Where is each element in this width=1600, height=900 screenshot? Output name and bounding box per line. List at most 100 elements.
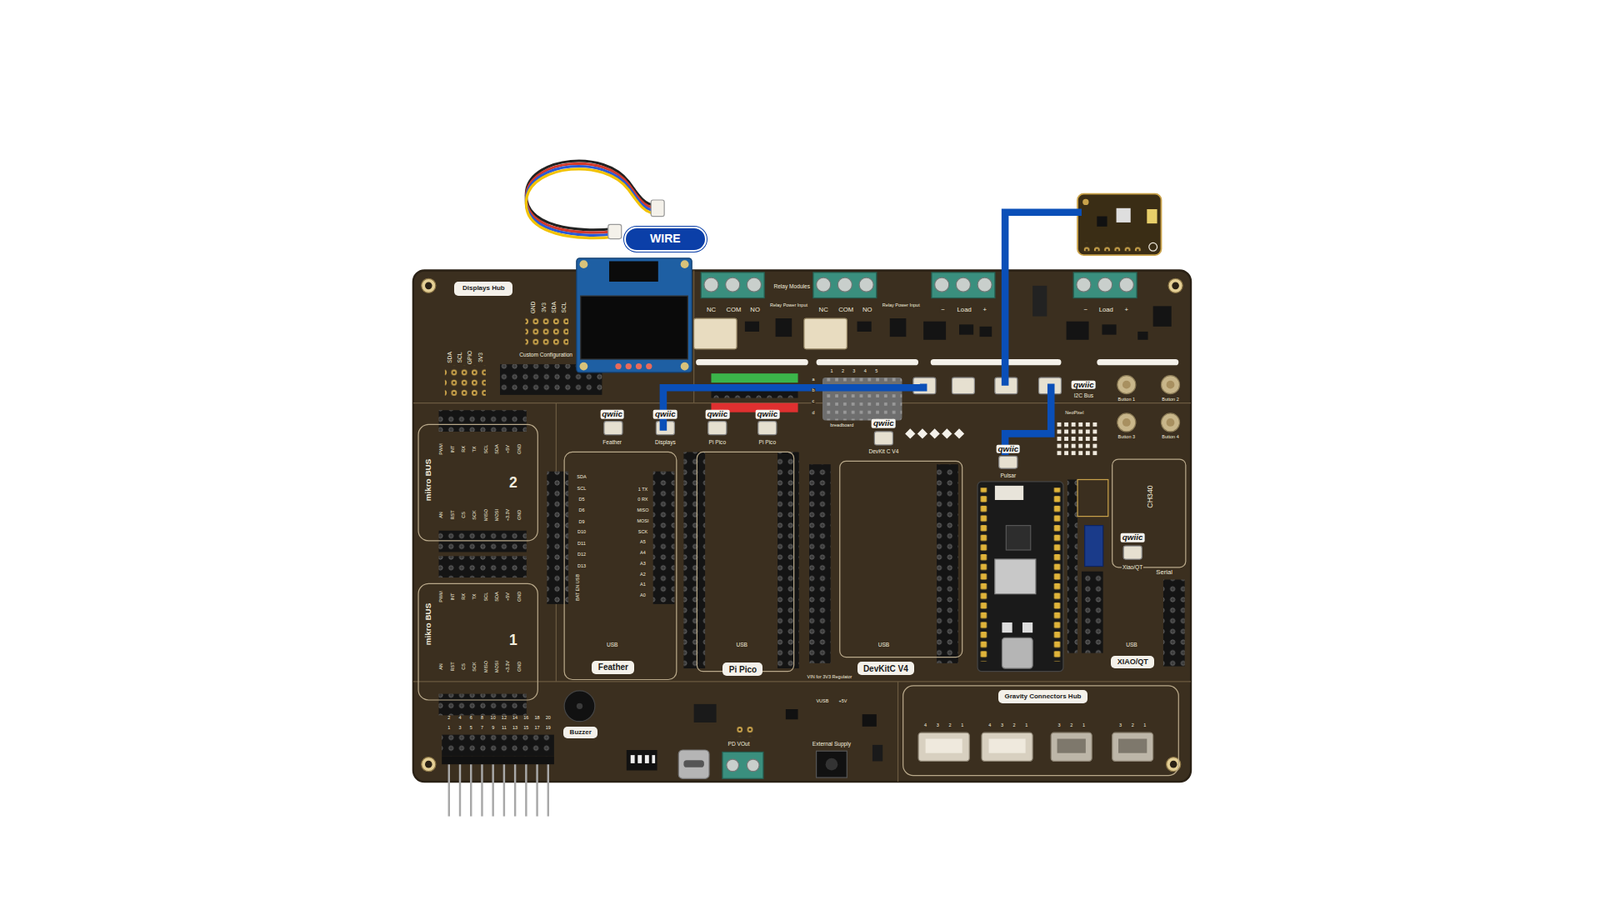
silkscreen-label: GND — [517, 590, 523, 603]
silkscreen-label: mikro BUS — [424, 602, 433, 646]
neopixel-matrix — [1071, 436, 1076, 441]
pin-header — [439, 410, 527, 432]
diamond-led — [905, 428, 965, 439]
silkscreen-label: 2 — [508, 475, 519, 490]
pin-pads — [525, 316, 569, 348]
neopixel-matrix — [1092, 422, 1097, 427]
header-pins — [503, 764, 505, 816]
label-text: Feather — [598, 662, 629, 672]
header-pins — [525, 764, 527, 816]
silkscreen-label: 18 — [534, 715, 541, 721]
silkscreen-label: SCK — [637, 530, 649, 535]
sensor-breakout — [1077, 194, 1161, 255]
smd-parts — [959, 324, 974, 335]
silkscreen-label: Relay Power Input — [769, 303, 809, 309]
silkscreen-label: INT — [450, 444, 456, 454]
board-outline — [564, 451, 677, 680]
silkscreen-label: 4 — [987, 723, 992, 729]
smd-parts — [775, 318, 793, 337]
header-pins — [535, 764, 538, 816]
silkscreen-label: RST — [450, 510, 456, 521]
power-parts — [726, 759, 740, 772]
microcontroller-board — [1053, 487, 1062, 661]
silkscreen-label: A4 — [639, 550, 647, 556]
terminal-block — [725, 277, 740, 292]
silkscreen-label: RX — [461, 445, 467, 454]
silkscreen-label: 2 — [446, 715, 451, 721]
silkscreen-label: DevKit C V4 — [867, 449, 900, 455]
separator-bar — [695, 359, 809, 365]
silkscreen-label: 3 — [1000, 723, 1005, 729]
silkscreen-label: Pi Pico — [758, 440, 778, 446]
power-parts — [736, 726, 755, 737]
silkscreen-label: GND — [517, 509, 523, 521]
breadboard — [710, 373, 902, 420]
qwiic-connector — [999, 455, 1018, 469]
silkscreen-label: 11 — [500, 725, 508, 731]
smd-parts — [1153, 305, 1172, 326]
mounting-hole — [425, 760, 433, 769]
gravity-connector — [1118, 739, 1147, 754]
pin-header — [683, 451, 705, 669]
separator-bar — [1096, 359, 1179, 365]
sensor-breakout — [1146, 209, 1157, 224]
qwiic-connector — [874, 431, 893, 445]
neopixel-matrix — [1078, 444, 1083, 449]
silkscreen-label: Relay Power Input — [881, 303, 921, 309]
silkscreen-label: NC — [705, 306, 717, 314]
silkscreen-label: 9 — [490, 725, 495, 731]
silkscreen-label: D10 — [576, 530, 587, 535]
silkscreen-label: Pi Pico — [708, 440, 728, 446]
silkscreen-label: +3.3V — [505, 508, 511, 523]
header-pins — [449, 764, 549, 816]
pin-header — [546, 471, 569, 605]
silkscreen-label: USB — [735, 641, 749, 648]
silkscreen-label: SCL — [484, 443, 490, 455]
pushbutton — [1122, 380, 1131, 390]
microcontroller-board — [1001, 637, 1033, 669]
silkscreen-label: VUSB — [815, 700, 830, 705]
microcontroller-board — [1001, 622, 1012, 633]
jumper-wire — [663, 212, 1082, 455]
silkscreen-label: COM — [837, 306, 855, 314]
silkscreen-label: Button 2 — [1160, 397, 1180, 403]
qwiic-logo: qwiic — [871, 419, 896, 428]
silkscreen-label: 14 — [511, 715, 519, 721]
neopixel-matrix — [1057, 422, 1098, 455]
diamond-led — [941, 428, 952, 439]
power-parts — [683, 760, 704, 768]
silkscreen-label: A3 — [639, 561, 647, 567]
terminal-block — [931, 272, 995, 299]
board-outline — [1112, 459, 1186, 568]
silkscreen-label: 7 — [480, 725, 485, 731]
silkscreen-label: Load — [1098, 306, 1115, 314]
mounting-hole — [421, 278, 1183, 771]
neopixel-matrix — [1085, 430, 1090, 435]
silkscreen-label: SCK — [472, 510, 478, 521]
silkscreen-label: MISO — [635, 508, 650, 514]
gravity-connector — [989, 739, 1026, 754]
gravity-connector — [981, 732, 1033, 761]
oled-display — [580, 260, 589, 269]
smd-parts — [745, 321, 760, 332]
microcontroller-board — [1085, 525, 1104, 567]
neopixel-matrix — [1085, 450, 1090, 455]
silkscreen-label: Button 4 — [1160, 435, 1180, 440]
silkscreen-label: 2 — [1012, 723, 1017, 729]
sensor-breakout — [1116, 208, 1131, 223]
silkscreen-label: 4 — [863, 369, 868, 375]
pcb-board — [413, 680, 1191, 682]
silkscreen-label: A5 — [639, 540, 647, 546]
pcb-board — [413, 402, 1191, 404]
silkscreen-label: NO — [861, 306, 874, 314]
gravity-connector — [925, 739, 963, 754]
power-parts — [651, 755, 655, 764]
silkscreen-label: COM — [725, 306, 742, 314]
silkscreen-label: Pulsar — [999, 472, 1017, 479]
silkscreen-label: RX — [461, 592, 467, 601]
silkscreen-label: 3V3 — [477, 351, 484, 364]
smd-parts — [923, 321, 946, 340]
relay — [694, 318, 848, 350]
silkscreen-label: BAT EN USB — [575, 573, 581, 602]
silkscreen-label: USB — [605, 641, 620, 648]
